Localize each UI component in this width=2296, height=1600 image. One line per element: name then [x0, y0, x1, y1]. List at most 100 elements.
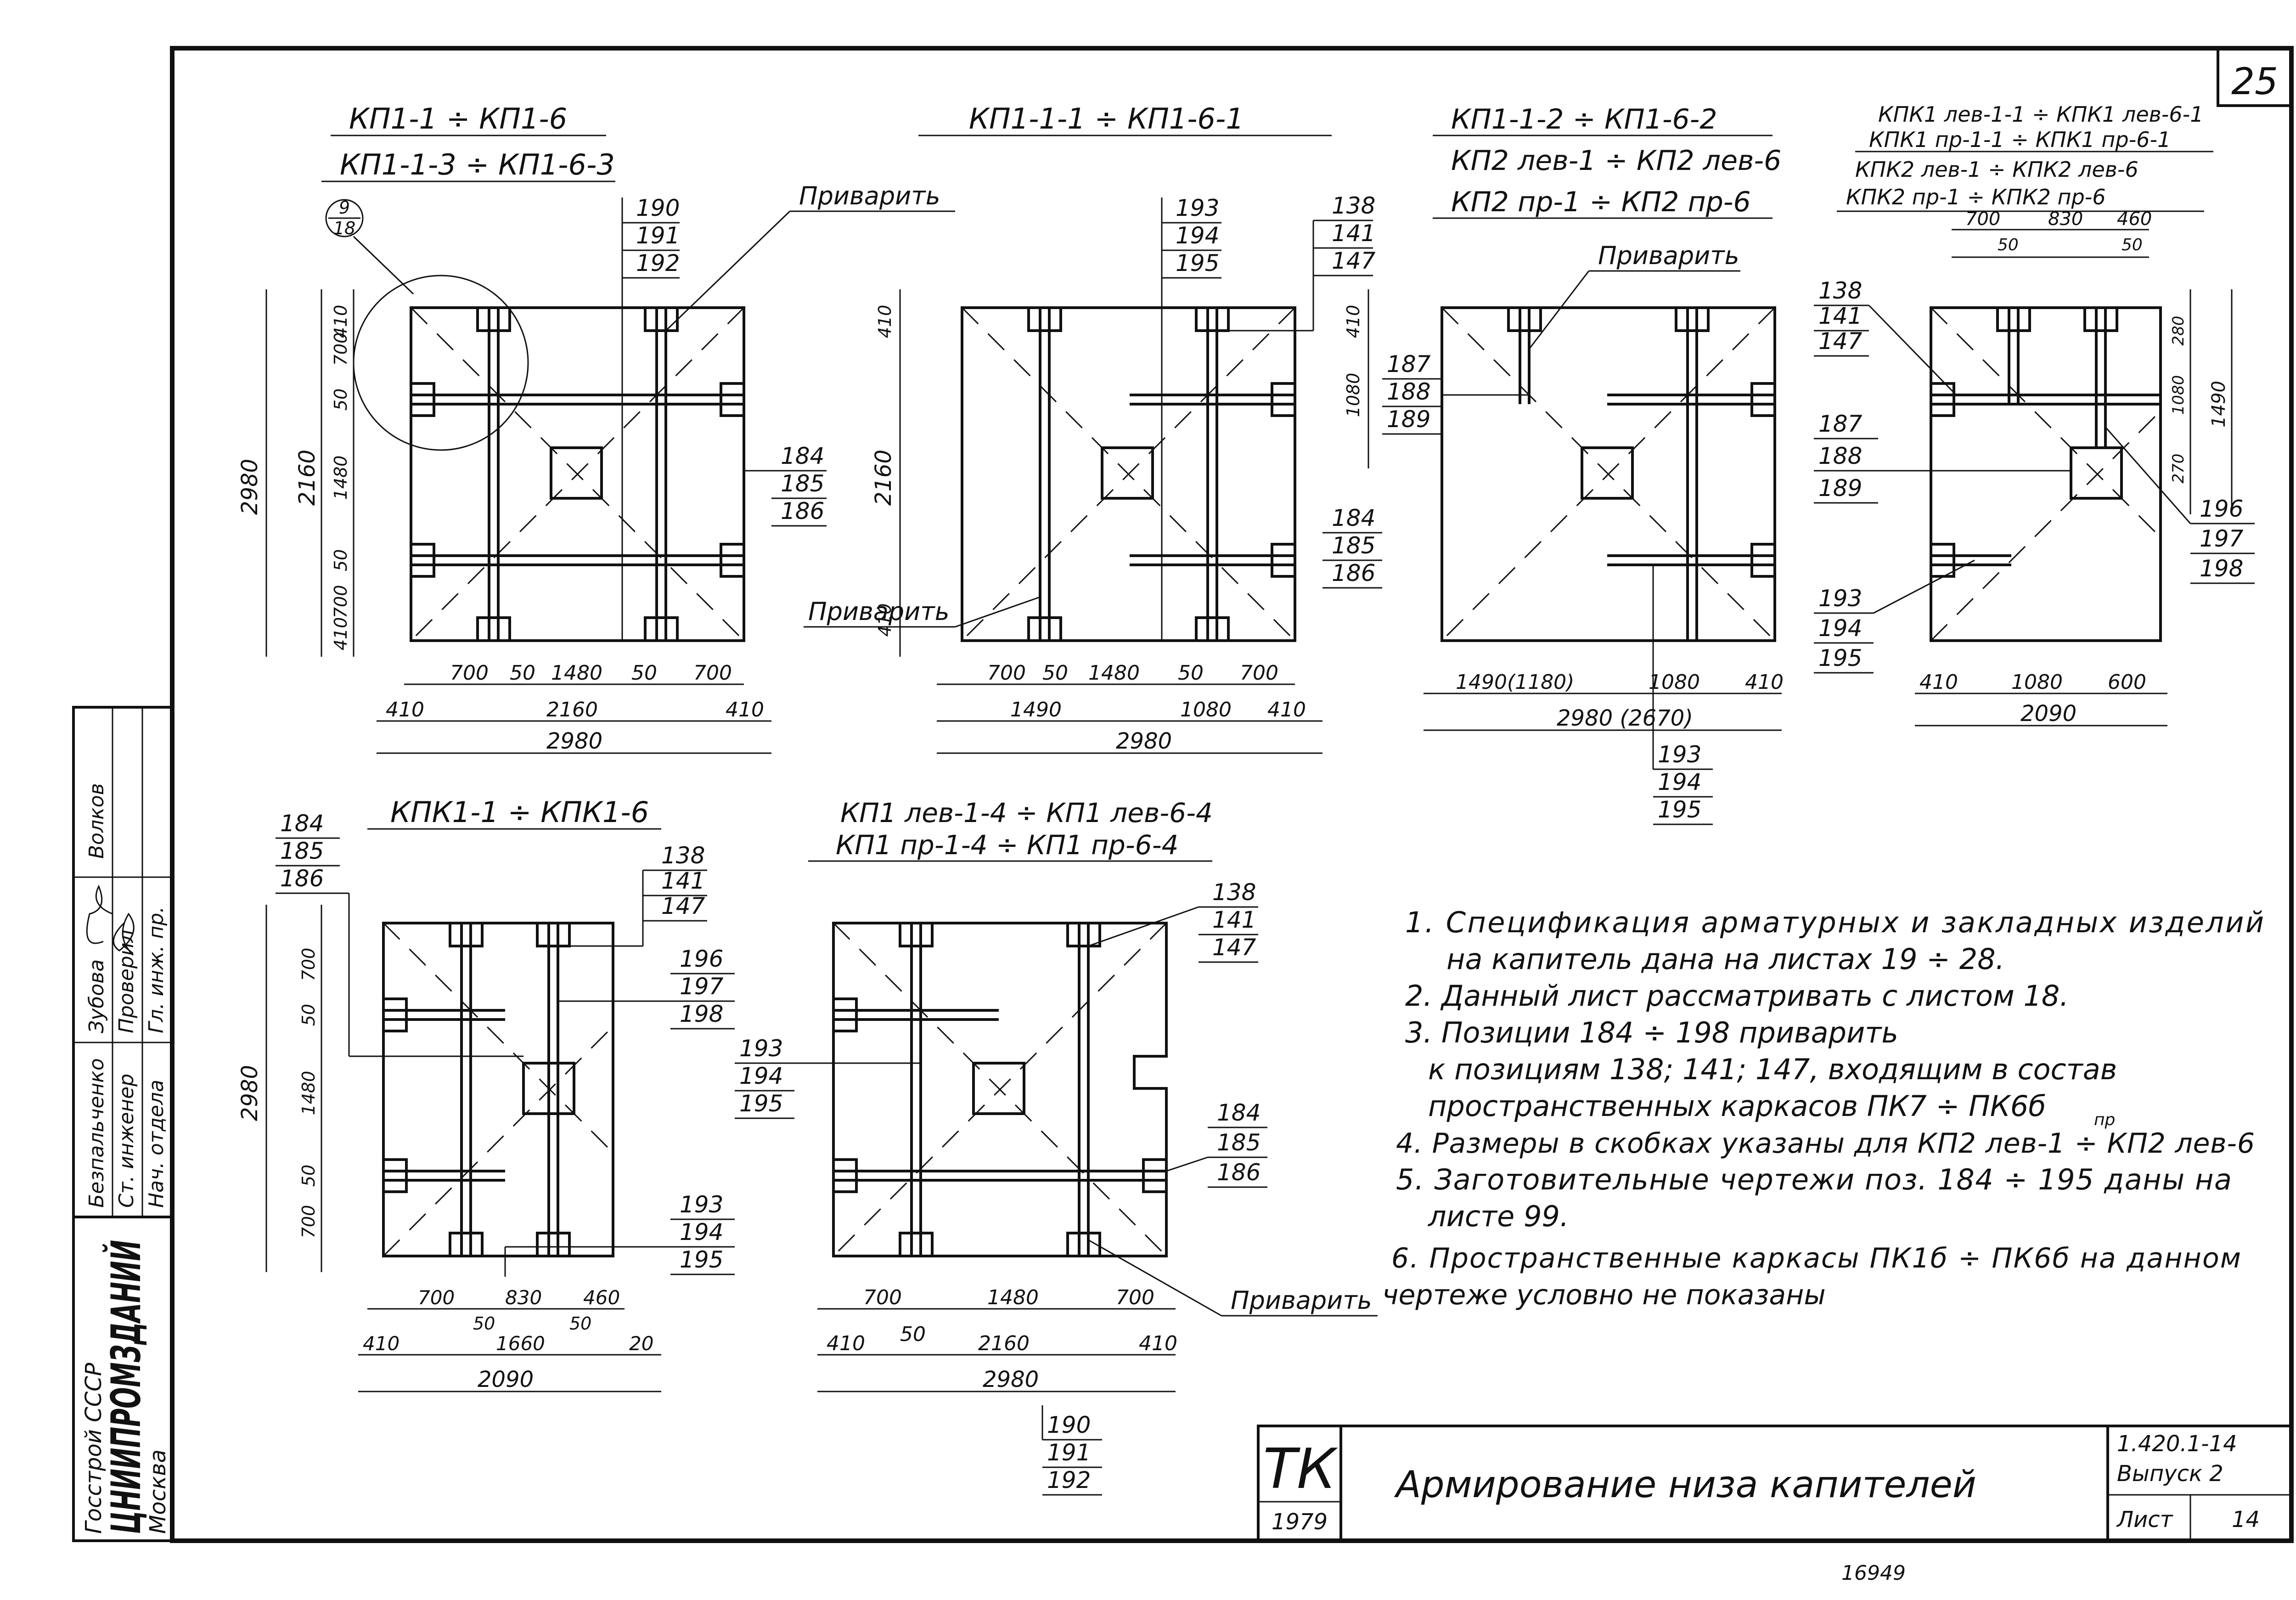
view-3: КП1-1-2 ÷ КП1-6-2 КП2 лев-1 ÷ КП2 лев-6 …	[1343, 103, 1784, 825]
view-1-callout-bottom: 18	[333, 218, 355, 238]
tk-mark: ТК	[1263, 1437, 1338, 1501]
view-2-dim-bottom-4: 50	[1178, 661, 1204, 685]
view-3-dim-bottom-1: 1490(1180)	[1456, 670, 1574, 694]
view-6-dim-bottom2-4: 410	[1139, 1332, 1177, 1355]
view-3-pos-bottom-2: 194	[1658, 769, 1701, 795]
view-5-dim-left-4: 50	[298, 1165, 319, 1187]
view-1-dim-total: 2980	[546, 728, 602, 754]
view-6-pos-right-3: 186	[1217, 1159, 1261, 1186]
view-5-pos-left-1: 184	[280, 810, 324, 837]
view-6-dim-bottom2-1: 410	[827, 1332, 865, 1355]
view-3-pos-bottom-3: 195	[1658, 796, 1701, 823]
view-1-pos-top-3: 192	[636, 250, 680, 276]
view-3-pos-left-1: 187	[1387, 351, 1431, 377]
view-5-pos-left-3: 186	[280, 865, 324, 892]
view-5-dim-left-2: 50	[298, 1004, 319, 1026]
view-4-pos-left3-3: 195	[1818, 645, 1862, 671]
view-4-title-1: КПК1 лев-1-1 ÷ КПК1 лев-6-1	[1878, 102, 2203, 127]
signature-2	[86, 885, 113, 944]
view-4-pos-left2-2: 188	[1818, 443, 1862, 469]
view-4-pos-right-2: 197	[2200, 525, 2244, 552]
view-2-dim-bottom2-1: 1490	[1010, 698, 1062, 721]
view-5-dim-bottom3-2: 1660	[496, 1332, 545, 1355]
stamp-city: Москва	[145, 1449, 171, 1534]
view-1-dim-bottom-2: 50	[510, 661, 535, 685]
view-1-dim-left-6: 700	[331, 585, 351, 619]
view-2-pos-top-1: 193	[1176, 195, 1219, 221]
view-2-pos-right-2: 185	[1332, 532, 1375, 559]
view-4-pos-right-3: 198	[2200, 555, 2243, 582]
view-5-title-1: КПК1-1 ÷ КПК1-6	[390, 795, 649, 829]
view-1-dim-bottom-1: 700	[450, 661, 489, 685]
notes: 1. Спецификация арматурных и закладных и…	[1382, 906, 2264, 1311]
view-4-pos-right-1: 196	[2200, 496, 2243, 522]
series-code: 1.420.1-14	[2117, 1431, 2237, 1457]
view-5-dim-bottom-2: 830	[505, 1286, 542, 1309]
view-4-pos-left1-1: 138	[1818, 277, 1862, 304]
view-1-dim-left-7: 410	[331, 617, 351, 651]
view-5-dim-left-3: 1480	[298, 1071, 319, 1115]
view-6-pos-tr-1: 138	[1212, 879, 1256, 906]
stamp-name-1: Волков	[85, 783, 108, 859]
note-line-3: 2. Данный лист рассматривать с листом 18…	[1405, 979, 2069, 1013]
view-2-dim-left-1: 410	[875, 305, 895, 338]
view-2-pos-top-3: 195	[1176, 250, 1219, 276]
view-5-pos-tr-3: 147	[661, 893, 705, 919]
view-6-pos-right-1: 184	[1217, 1099, 1261, 1126]
view-4-dim-bottom-2: 1080	[2011, 670, 2063, 694]
view-1-dim-left-1: 410	[331, 305, 351, 338]
view-6-pos-tr-3: 147	[1212, 934, 1256, 961]
note-line-4: 3. Позиции 184 ÷ 198 приварить	[1405, 1016, 1898, 1049]
view-5-pos-right-1: 196	[680, 946, 723, 972]
view-4-pos-left1-3: 147	[1818, 328, 1863, 355]
view-3-title-2: КП2 лев-1 ÷ КП2 лев-6	[1451, 145, 1781, 177]
view-4-dim-right-2: 1080	[2169, 375, 2188, 415]
view-6-dim-bottom2-3: 2160	[978, 1332, 1030, 1355]
view-1-weld: Приварить	[799, 181, 940, 210]
view-3-dim-bottom-2: 1080	[1649, 670, 1700, 694]
issue-label: Выпуск 2	[2117, 1461, 2223, 1487]
view-3-pos-bottom-1: 193	[1658, 741, 1701, 768]
note-line-7: 4. Размеры в скобках указаны для КП2 лев…	[1396, 1127, 2255, 1160]
view-6-title-1: КП1 лев-1-4 ÷ КП1 лев-6-4	[840, 797, 1213, 828]
view-5-pos-left-2: 185	[280, 838, 324, 864]
view-4-title-2: КПК1 пр-1-1 ÷ КПК1 пр-6-1	[1869, 127, 2171, 152]
view-1-title-1: КП1-1 ÷ КП1-6	[349, 102, 567, 135]
view-3-dim-left-1: 410	[1343, 305, 1363, 338]
view-1-pos-right-2: 185	[781, 470, 824, 497]
view-4-pos-left1-2: 141	[1818, 303, 1862, 329]
view-5-pos-br-2: 194	[680, 1219, 723, 1245]
view-6-dim-bottom-2: 1480	[987, 1286, 1039, 1309]
view-6-dim-bottom2-2: 50	[900, 1323, 926, 1346]
stamp-name-2: Безпальченко	[85, 1058, 108, 1208]
view-2-pos-tr-3: 147	[1332, 248, 1376, 274]
note-line-10: 6. Пространственные каркасы ПК1б ÷ ПК6б …	[1391, 1242, 2241, 1274]
view-5-dim-bottom-3: 460	[583, 1286, 620, 1309]
view-2-pos-tr-1: 138	[1332, 192, 1375, 219]
view-2-dim-left-2: 2160	[871, 450, 896, 506]
view-4-dim-right-total: 1490	[2208, 381, 2229, 428]
view-3-pos-left-2: 188	[1387, 378, 1430, 405]
view-4-pos-left2-1: 187	[1818, 411, 1863, 437]
view-2-dim-bottom-3: 1480	[1088, 661, 1140, 685]
view-5-dim-bottom2-2: 50	[569, 1313, 591, 1334]
view-1-dim-bottom-4: 50	[631, 661, 657, 685]
view-4-dim-bottom-1: 410	[1919, 670, 1958, 694]
note-line-6: пространственных каркасов ПК7 ÷ ПК6б	[1428, 1089, 2046, 1123]
view-1-dim-bottom2-2: 2160	[546, 698, 598, 721]
view-6-dim-bottom-3: 700	[1116, 1286, 1154, 1309]
view-2-weld: Приварить	[808, 597, 950, 626]
view-1-dim-left-total: 2980	[237, 459, 263, 515]
view-5-pos-br-1: 193	[680, 1191, 723, 1218]
view-1-callout-top: 9	[339, 197, 350, 218]
view-5-pos-br-3: 195	[680, 1246, 723, 1273]
view-4-dim-top-3: 460	[2117, 208, 2152, 230]
side-stamp: Нач. отдела Гл. инж. пр. Ст. инженер Про…	[72, 706, 174, 1542]
stamp-name-3: Зубова	[85, 959, 108, 1033]
view-5-dim-bottom2-1: 50	[473, 1313, 495, 1334]
stamp-role-2: Гл. инж. пр.	[145, 907, 168, 1033]
view-6-pos-bottom-1: 190	[1047, 1412, 1091, 1438]
view-4: КПК1 лев-1-1 ÷ КПК1 лев-6-1 КПК1 пр-1-1 …	[1814, 102, 2255, 727]
view-6-pos-left-2: 194	[739, 1063, 783, 1089]
view-3-dim-bottom-3: 410	[1745, 670, 1784, 694]
